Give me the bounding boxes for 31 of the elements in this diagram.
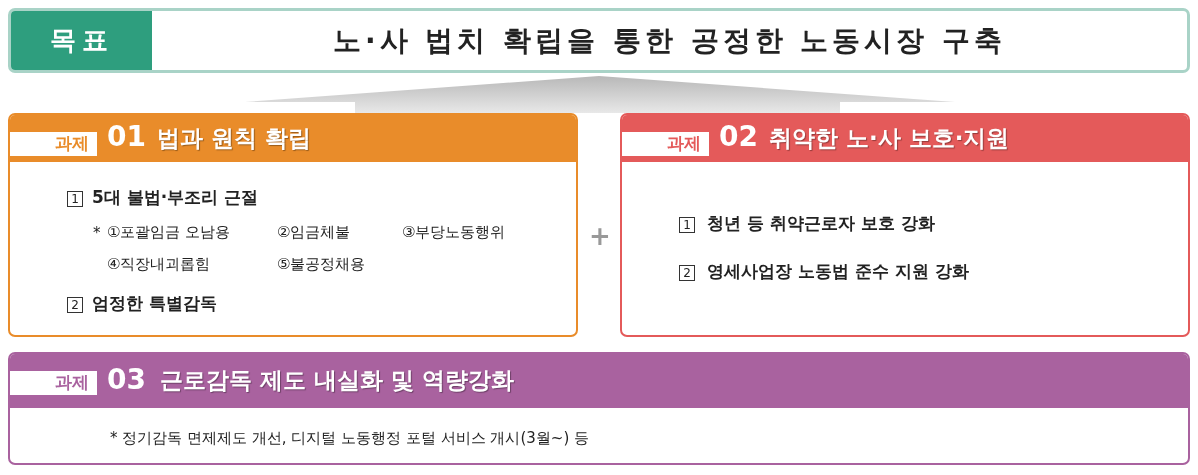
- task-card: [620, 113, 1190, 337]
- task-number: 02: [719, 123, 758, 151]
- task-card: [8, 113, 578, 337]
- item-number: 1: [679, 217, 695, 233]
- tab-label: 과제: [10, 132, 97, 156]
- footnote-item: ⑤불공정채용: [277, 257, 366, 272]
- item-text: 5대 불법·부조리 근절: [92, 189, 259, 206]
- footnote-mark: *: [93, 226, 101, 241]
- goal-text: 노·사 법치 확립을 통한 공정한 노동시장 구축: [331, 23, 1008, 59]
- goal-box: [8, 8, 1190, 73]
- task-card: [8, 352, 1190, 465]
- tab-label: 과제: [622, 132, 709, 156]
- task-title: 취약한 노·사 보호·지원: [769, 127, 1010, 150]
- task-title: 근로감독 제도 내실화 및 역량강화: [160, 369, 515, 392]
- item-text: 청년 등 취약근로자 보호 강화: [707, 215, 935, 232]
- item-text: 영세사업장 노동법 준수 지원 강화: [707, 263, 969, 280]
- item-number: 2: [67, 297, 83, 313]
- note-text: * 정기감독 면제제도 개선, 디지털 노동행정 포털 서비스 개시(3월~) 등: [110, 431, 589, 446]
- task-number: 01: [107, 123, 146, 151]
- plus-sign: +: [589, 223, 611, 249]
- goal-label: 목표: [11, 11, 152, 70]
- task-title: 법과 원칙 확립: [157, 127, 311, 150]
- footnote-item: ④직장내괴롭힘: [107, 257, 211, 272]
- footnote-item: ②임금체불: [277, 225, 351, 240]
- tab-label: 과제: [10, 371, 97, 395]
- item-number: 2: [679, 265, 695, 281]
- task-number: 03: [107, 366, 146, 394]
- footnote-item: ③부당노동행위: [402, 225, 506, 240]
- item-text: 엄정한 특별감독: [92, 295, 217, 312]
- footnote-item: ①포괄임금 오남용: [107, 225, 231, 240]
- item-number: 1: [67, 191, 83, 207]
